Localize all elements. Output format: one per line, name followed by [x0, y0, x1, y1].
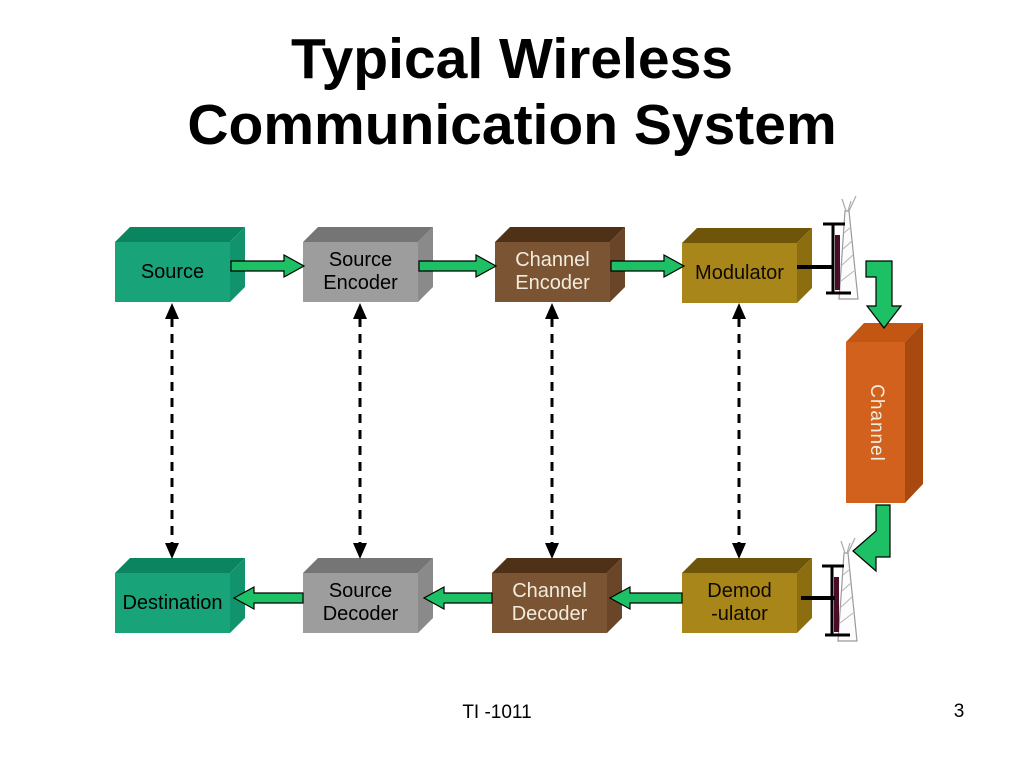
title-line-1: Typical Wireless: [291, 27, 733, 91]
block-source-decoder: Source Decoder: [303, 558, 433, 633]
title-line-2: Communication System: [187, 93, 837, 157]
block-source: Source: [115, 227, 245, 302]
block-source-decoder-label: Source: [328, 580, 393, 602]
slide-title: Typical Wireless Communication System: [0, 26, 1024, 158]
block-source-encoder: Source Encoder: [303, 227, 433, 302]
feedback-modulator-demodulator: [732, 303, 746, 559]
block-channel: Channel: [846, 323, 923, 503]
transmit-antenna-icon: [821, 194, 860, 301]
feedback-channel-encoder-decoder: [545, 303, 559, 559]
receive-antenna-icon: [820, 536, 859, 643]
arrow-channel-decoder-to-source-decoder: [422, 585, 493, 611]
block-destination: Destination: [115, 558, 245, 633]
block-channel-label: Channel: [865, 383, 887, 462]
block-demodulator: Demod -ulator: [682, 558, 812, 633]
block-destination-label: Destination: [122, 591, 223, 614]
arrow-channel-to-antenna: [852, 504, 891, 573]
footer-doc-id: TI -1011: [462, 702, 532, 723]
feedback-connectors: [165, 303, 746, 559]
arrow-antenna-to-channel: [865, 260, 903, 329]
block-source-encoder-label: Source: [328, 249, 393, 271]
block-channel-decoder-label: Channel: [512, 580, 587, 602]
block-modulator-label: Modulator: [695, 261, 784, 284]
block-modulator: Modulator: [682, 228, 812, 303]
block-channel-encoder: Channel Encoder: [495, 227, 625, 302]
feedback-source-encoder-decoder: [353, 303, 367, 559]
feedback-source-destination: [165, 303, 179, 559]
block-channel-decoder: Channel Decoder: [492, 558, 622, 633]
block-channel-encoder-label: Channel: [515, 249, 590, 271]
footer-page-number: 3: [953, 701, 965, 722]
block-demodulator-label: Demod: [707, 580, 772, 602]
block-source-label: Source: [140, 260, 205, 283]
